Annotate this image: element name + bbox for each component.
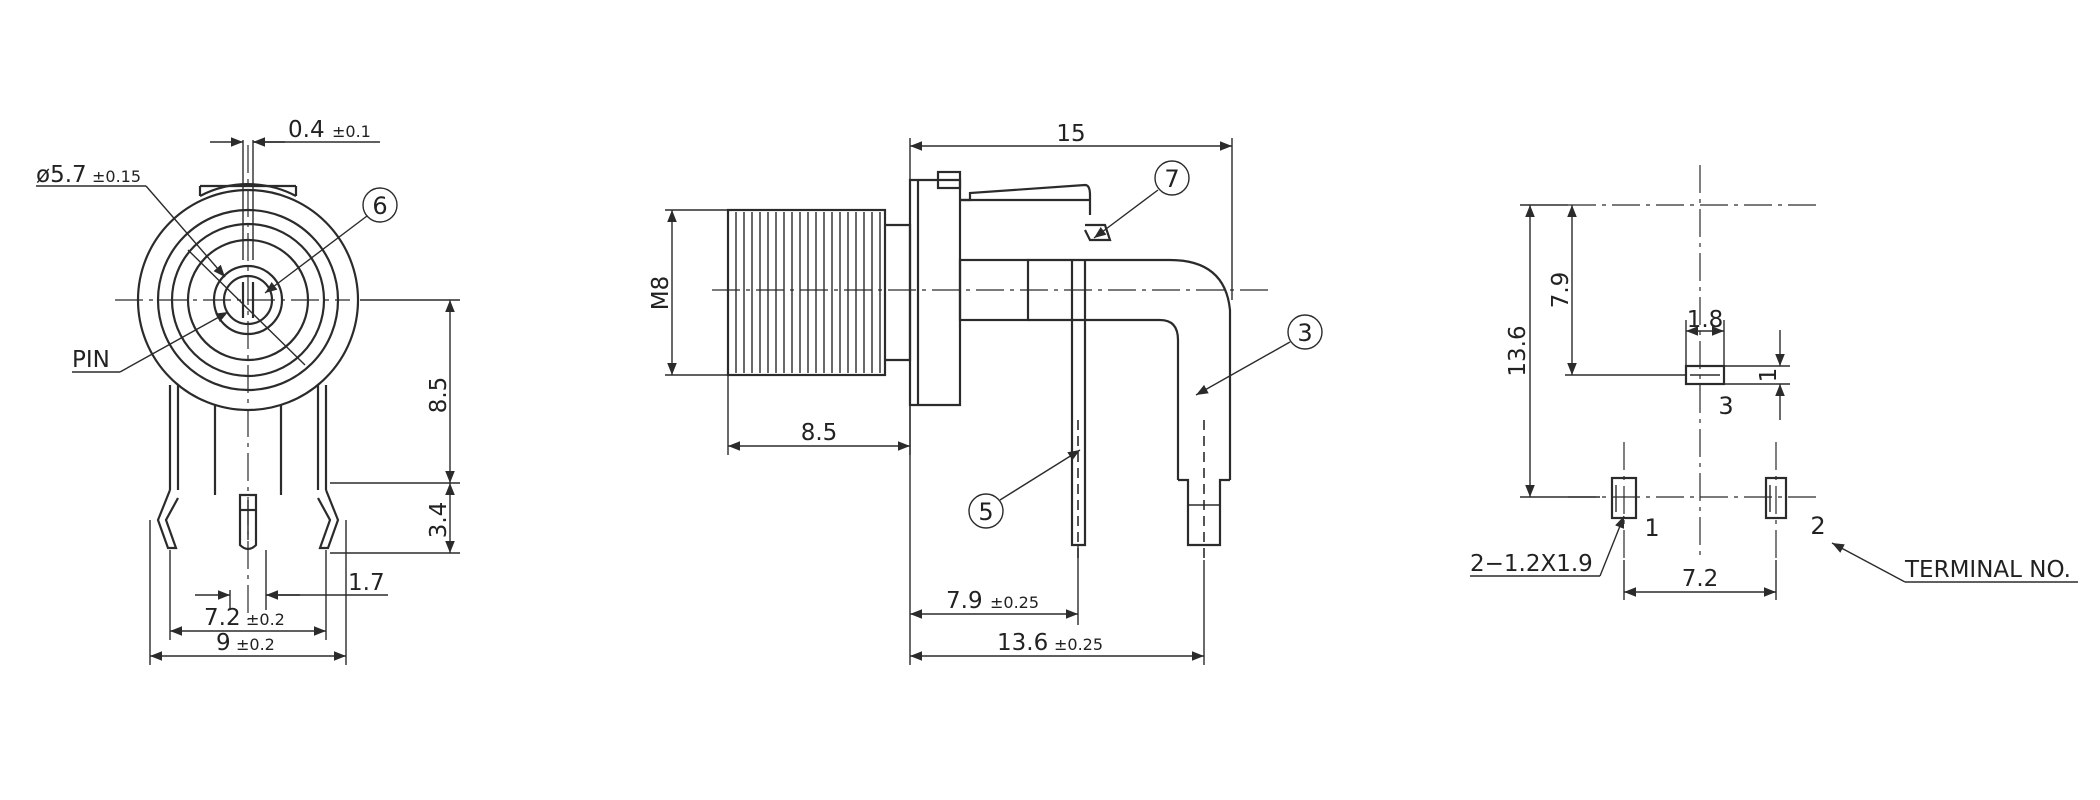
- center-pin-lead: [238, 493, 258, 551]
- dim-pcb-height-13-6: 13.6: [1505, 325, 1531, 376]
- pin-circle: [222, 274, 274, 326]
- front-view: 0.4 ±0.1 ø5.7 ±0.15 6 PIN 8.5 3.4 1.7: [36, 117, 460, 665]
- terminal-2-label: 2: [1810, 512, 1825, 540]
- bore-circle: [212, 264, 284, 336]
- dim-length-15: 15: [1056, 121, 1085, 147]
- body-top-flange: [199, 183, 297, 197]
- dim-slot-height: 1: [1756, 368, 1782, 383]
- dim-dist-13-6: 13.6: [997, 630, 1048, 656]
- dim-pitch-7-2-tol: ±0.2: [246, 610, 285, 629]
- dim-bore-diameter-tol: ±0.15: [92, 167, 141, 186]
- label-terminal-no: TERMINAL NO.: [1904, 557, 2071, 583]
- balloon-5: [968, 493, 1004, 529]
- dim-dist-7-9-tol: ±0.25: [990, 593, 1039, 612]
- nut-ring: [156, 208, 340, 392]
- hole-spec: 2−1.2X1.9: [1470, 551, 1593, 577]
- dim-lead-1-7: 1.7: [348, 570, 385, 596]
- balloon-6: [362, 187, 398, 223]
- dim-bore-diameter: ø5.7: [36, 162, 87, 188]
- balloon-7: [1154, 160, 1190, 196]
- pcb-layout: 13.6 7.9 1.8 1 3 1 2 2−1.2X1.9 7.2 TERMI…: [1470, 165, 2078, 600]
- dim-dist-13-6-tol: ±0.25: [1054, 635, 1103, 654]
- dim-thread-length: 8.5: [801, 420, 838, 446]
- dim-pin-width: 0.4: [288, 117, 325, 143]
- dim-thread-m8: M8: [648, 276, 674, 310]
- dim-pitch-7-2: 7.2: [204, 605, 241, 631]
- threaded-barrel: [726, 208, 887, 377]
- balloon-3: [1287, 314, 1323, 350]
- label-pin: PIN: [72, 347, 110, 373]
- body-outer-circle: [136, 188, 360, 412]
- dim-height-3-4: 3.4: [426, 502, 452, 539]
- terminal-1-label: 1: [1644, 514, 1659, 542]
- terminal-3-lead: [1178, 478, 1230, 547]
- body-right-angle: [1028, 258, 1232, 480]
- dim-width-9: 9: [216, 630, 231, 656]
- dim-width-9-tol: ±0.2: [236, 635, 275, 654]
- dim-pcb-height-7-9: 7.9: [1548, 272, 1574, 309]
- pad-terminal-1: [1610, 476, 1638, 520]
- dim-slot-width: 1.8: [1687, 307, 1724, 333]
- dim-pcb-pitch: 7.2: [1682, 566, 1719, 592]
- pad-terminal-2: [1764, 476, 1788, 520]
- balloon-6-label: 6: [372, 192, 387, 220]
- balloon-7-label: 7: [1164, 165, 1179, 193]
- thread-lines: [735, 212, 881, 373]
- balloon-5-label: 5: [978, 498, 993, 526]
- spring-contact: [1084, 223, 1112, 242]
- dim-dist-7-9: 7.9: [946, 588, 983, 614]
- dim-height-8-5: 8.5: [426, 377, 452, 414]
- balloon-3-label: 3: [1297, 319, 1312, 347]
- terminal-3-label: 3: [1718, 392, 1733, 420]
- mounting-flange: [908, 178, 962, 407]
- dim-pin-width-tol: ±0.1: [332, 122, 371, 141]
- side-view: 15 M8 8.5 7 3 5 7.9 ±0.25 13.6 ±0.25: [648, 121, 1323, 665]
